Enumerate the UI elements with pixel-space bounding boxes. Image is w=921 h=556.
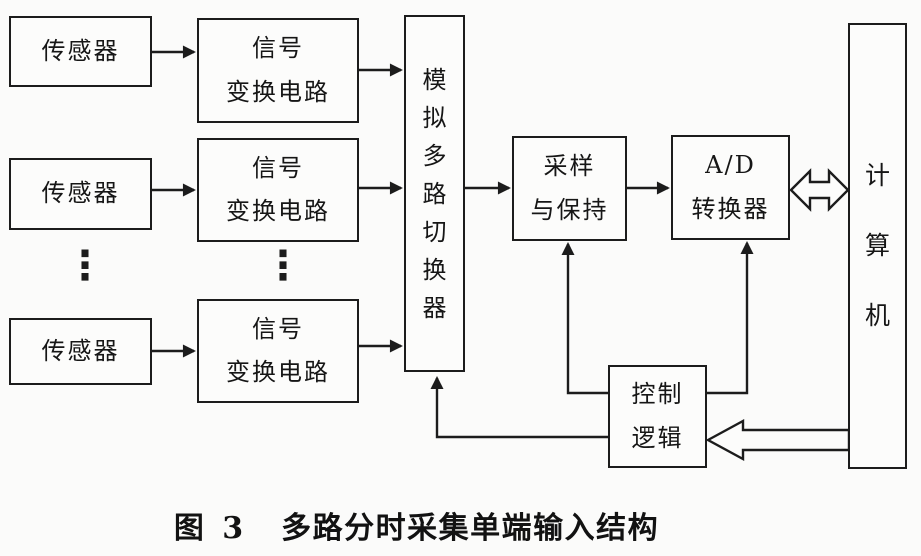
analog-multiplexer-box: 模 拟 多 路 切 换 器: [404, 15, 465, 372]
sensor-box-3: 传感器: [9, 318, 152, 385]
arrow-control-to-multiplexer: [430, 376, 608, 439]
signal-converter-box-1: 信号 变换电路: [197, 18, 359, 123]
vertical-ellipsis-sensors: ⋮: [65, 243, 105, 289]
ad-converter-box: A/D 转换器: [671, 135, 790, 240]
double-arrow-adc-computer: [789, 168, 850, 212]
vertical-ellipsis-converters: ⋮: [263, 243, 303, 289]
hollow-arrow-computer-to-control: [705, 418, 851, 462]
figure-caption: 图 3 多路分时采集单端输入结构: [0, 503, 833, 547]
sensor-box-1: 传感器: [9, 16, 152, 87]
signal-converter-box-2: 信号 变换电路: [197, 138, 359, 242]
arrow-control-to-sample-hold: [561, 242, 608, 395]
computer-box: 计 算 机: [848, 23, 907, 469]
control-logic-box: 控制 逻辑: [608, 365, 707, 468]
sample-hold-box: 采样 与保持: [512, 136, 627, 241]
sensor-box-2: 传感器: [9, 158, 152, 230]
arrow-control-to-adc: [707, 241, 754, 395]
signal-converter-box-3: 信号 变换电路: [197, 299, 359, 403]
figure-caption-title: 多路分时采集单端输入结构: [281, 511, 660, 546]
figure-caption-number: 图 3: [173, 511, 248, 546]
